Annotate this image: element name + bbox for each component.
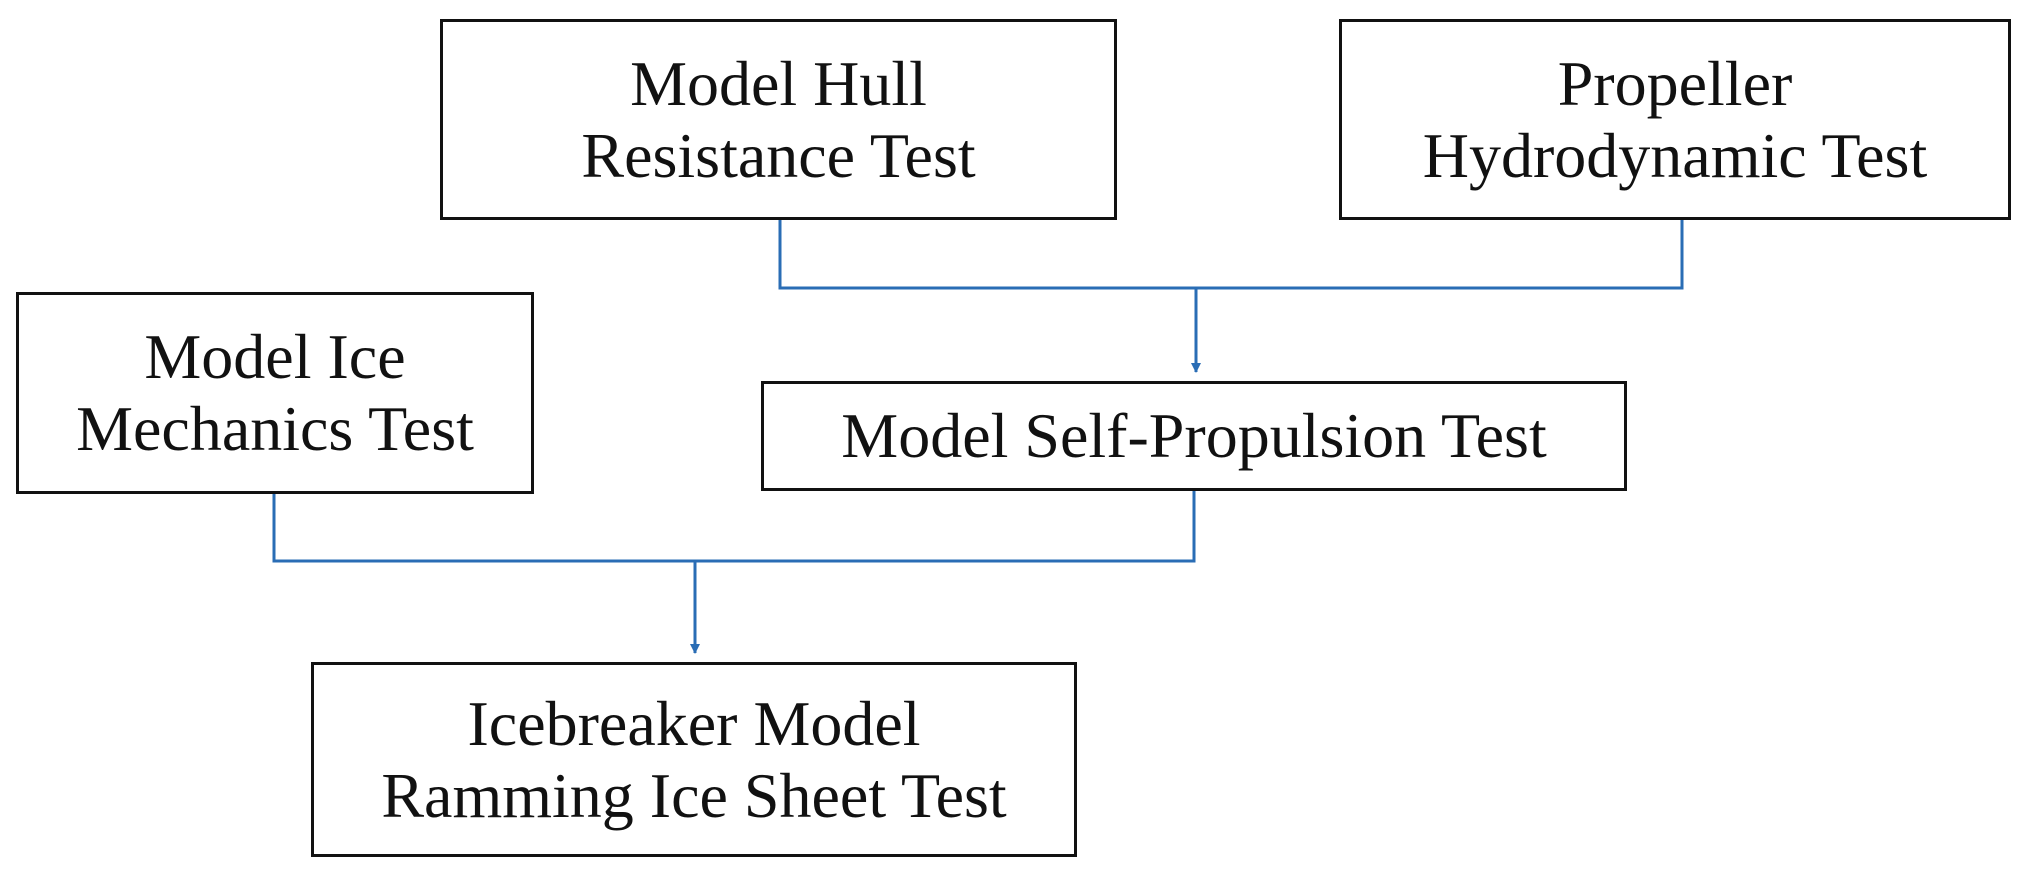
node-label-line: Propeller [1557,47,1793,119]
node-model-hull-resistance-test: Model Hull Resistance Test [440,19,1117,220]
node-label-line: Model Hull [630,47,927,119]
node-label-line: Model Self-Propulsion Test [841,400,1547,471]
node-label-line: Model Ice [144,321,406,392]
node-label-line: Resistance Test [581,119,976,191]
node-label-line: Icebreaker Model [467,687,921,759]
node-propeller-hydrodynamic-test: Propeller Hydrodynamic Test [1339,19,2011,220]
node-label-line: Ramming Ice Sheet Test [381,759,1007,831]
node-icebreaker-ramming-ice-sheet-test: Icebreaker Model Ramming Ice Sheet Test [311,662,1077,857]
connector-ice-selfprop-merge [272,491,1196,563]
node-model-self-propulsion-test: Model Self-Propulsion Test [761,381,1627,491]
node-label-line: Mechanics Test [76,393,474,464]
node-model-ice-mechanics-test: Model Ice Mechanics Test [16,292,534,494]
connector-hull-propeller-merge [778,220,1684,290]
node-label-line: Hydrodynamic Test [1422,119,1928,191]
